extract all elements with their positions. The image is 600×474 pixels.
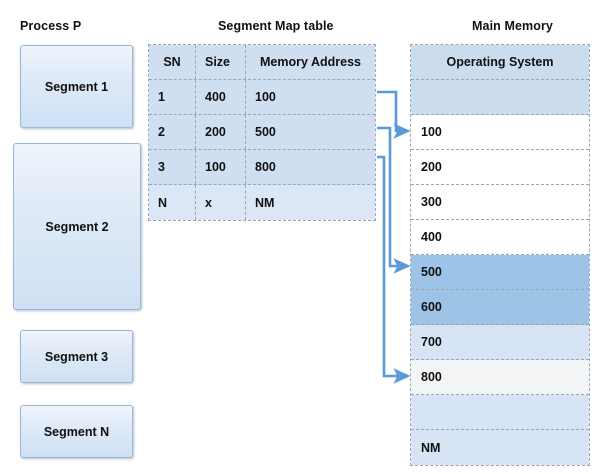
table-row: 3 100 800 — [149, 150, 375, 185]
cell-size: x — [196, 185, 246, 220]
connector-segment1-to-100 — [377, 90, 411, 139]
memory-row-600: 600 — [411, 290, 589, 325]
memory-row-os: Operating System — [411, 45, 589, 80]
memory-row-400: 400 — [411, 220, 589, 255]
process-segment-box: Segment 1 — [20, 45, 133, 128]
cell-address: 800 — [255, 160, 276, 174]
memory-row — [411, 80, 589, 115]
segment-map-table-title: Segment Map table — [218, 19, 334, 33]
table-header-row: SN Size Memory Address — [149, 45, 375, 80]
table-row: 2 200 500 — [149, 115, 375, 150]
segment-label: Segment 2 — [45, 219, 109, 234]
memory-row-700: 700 — [411, 325, 589, 360]
connector-segment3-to-800 — [377, 155, 411, 384]
memory-row-200: 200 — [411, 150, 589, 185]
cell-size: 400 — [196, 80, 246, 114]
cell-address: NM — [255, 195, 275, 210]
memory-row-800: 800 — [411, 360, 589, 395]
header-size: Size — [196, 45, 246, 79]
cell-sn: 3 — [149, 150, 196, 184]
memory-row-300: 300 — [411, 185, 589, 220]
header-sn: SN — [149, 45, 196, 79]
connector-segment2-to-500 — [377, 126, 411, 274]
cell-sn: N — [149, 185, 196, 220]
process-segment-box: Segment 2 — [13, 143, 141, 310]
process-segment-box: Segment 3 — [20, 330, 133, 383]
cell-size: 200 — [196, 115, 246, 149]
memory-row-500: 500 — [411, 255, 589, 290]
process-segment-box: Segment N — [20, 405, 133, 458]
table-row: N x NM — [149, 185, 375, 220]
memory-row-nm: NM — [411, 430, 589, 465]
memory-row-100: 100 — [411, 115, 589, 150]
segment-label: Segment 1 — [44, 79, 109, 94]
cell-size: 100 — [196, 150, 246, 184]
table-row: 1 400 100 — [149, 80, 375, 115]
header-address: Memory Address — [260, 55, 361, 69]
cell-address: 500 — [255, 125, 276, 139]
segment-label: Segment 3 — [44, 349, 109, 364]
memory-row — [411, 395, 589, 430]
cell-sn: 2 — [149, 115, 196, 149]
segment-label: Segment N — [43, 424, 110, 439]
main-memory-block: Operating System 100 200 300 400 500 600… — [410, 44, 590, 466]
cell-sn: 1 — [149, 80, 196, 114]
process-title: Process P — [20, 19, 82, 33]
main-memory-title: Main Memory — [472, 19, 553, 33]
cell-address: 100 — [255, 90, 276, 104]
segment-map-table: SN Size Memory Address 1 400 100 2 200 5… — [148, 44, 376, 221]
